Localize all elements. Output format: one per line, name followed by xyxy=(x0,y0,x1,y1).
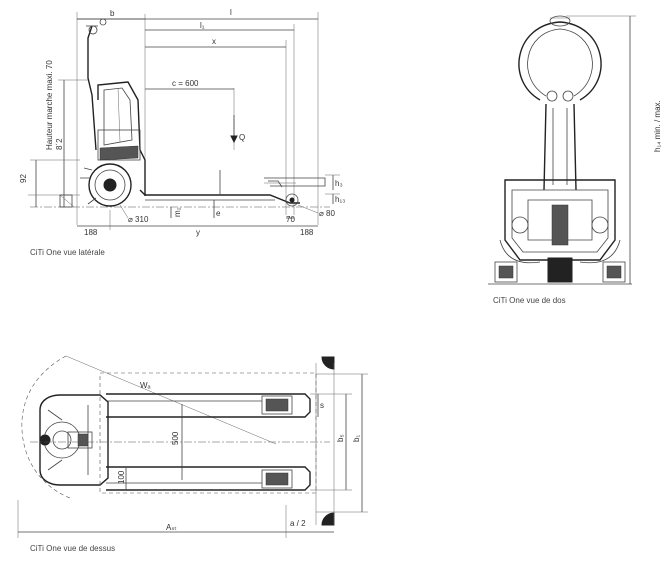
dim-y: y xyxy=(196,228,200,237)
dim-wheel-front: ⌀ 310 xyxy=(128,215,149,224)
dim-188-left: 188 xyxy=(84,228,98,237)
dim-q: Q xyxy=(239,133,245,142)
dim-l: l xyxy=(230,8,232,17)
dim-e: e xyxy=(216,209,221,218)
rear-view: h₁₄ min. / max. CiTi One vue de dos xyxy=(488,15,662,305)
dim-188-right: 188 xyxy=(300,228,314,237)
dim-h14: h₁₄ min. / max. xyxy=(653,100,662,152)
dim-m2: m₂ xyxy=(173,207,182,217)
dim-b: b xyxy=(110,9,115,18)
dim-x: x xyxy=(212,37,216,46)
dim-500: 500 xyxy=(171,431,180,445)
dim-h3: h₃ xyxy=(335,179,343,188)
dim-h13: h₁₃ xyxy=(335,195,345,204)
dim-wheel-rear: ⌀ 80 xyxy=(319,209,335,218)
dim-ast: Aₛₜ xyxy=(166,523,177,532)
dim-92: 92 xyxy=(19,174,28,183)
side-view: b l l₁ x c = 600 Q xyxy=(19,8,345,257)
top-view-caption: CiTi One vue de dessus xyxy=(30,544,115,553)
top-view: Wₐ 500 100 s b₅ xyxy=(17,355,368,553)
dim-s: s xyxy=(320,401,324,410)
dim-82: 8´2 xyxy=(55,138,64,150)
dim-b5: b₅ xyxy=(336,434,345,442)
side-view-caption: CiTi One vue latérale xyxy=(30,248,105,257)
dim-70: 70 xyxy=(286,215,295,224)
dim-wa: Wₐ xyxy=(140,381,152,390)
dim-hauteur: Hauteur marche maxi. 70 xyxy=(45,60,54,150)
dim-b1: b₁ xyxy=(352,435,361,442)
rear-view-caption: CiTi One vue de dos xyxy=(493,296,566,305)
dim-100: 100 xyxy=(117,470,126,484)
dim-l1: l₁ xyxy=(200,21,205,30)
dim-a2: a / 2 xyxy=(290,519,306,528)
dim-c: c = 600 xyxy=(172,79,199,88)
